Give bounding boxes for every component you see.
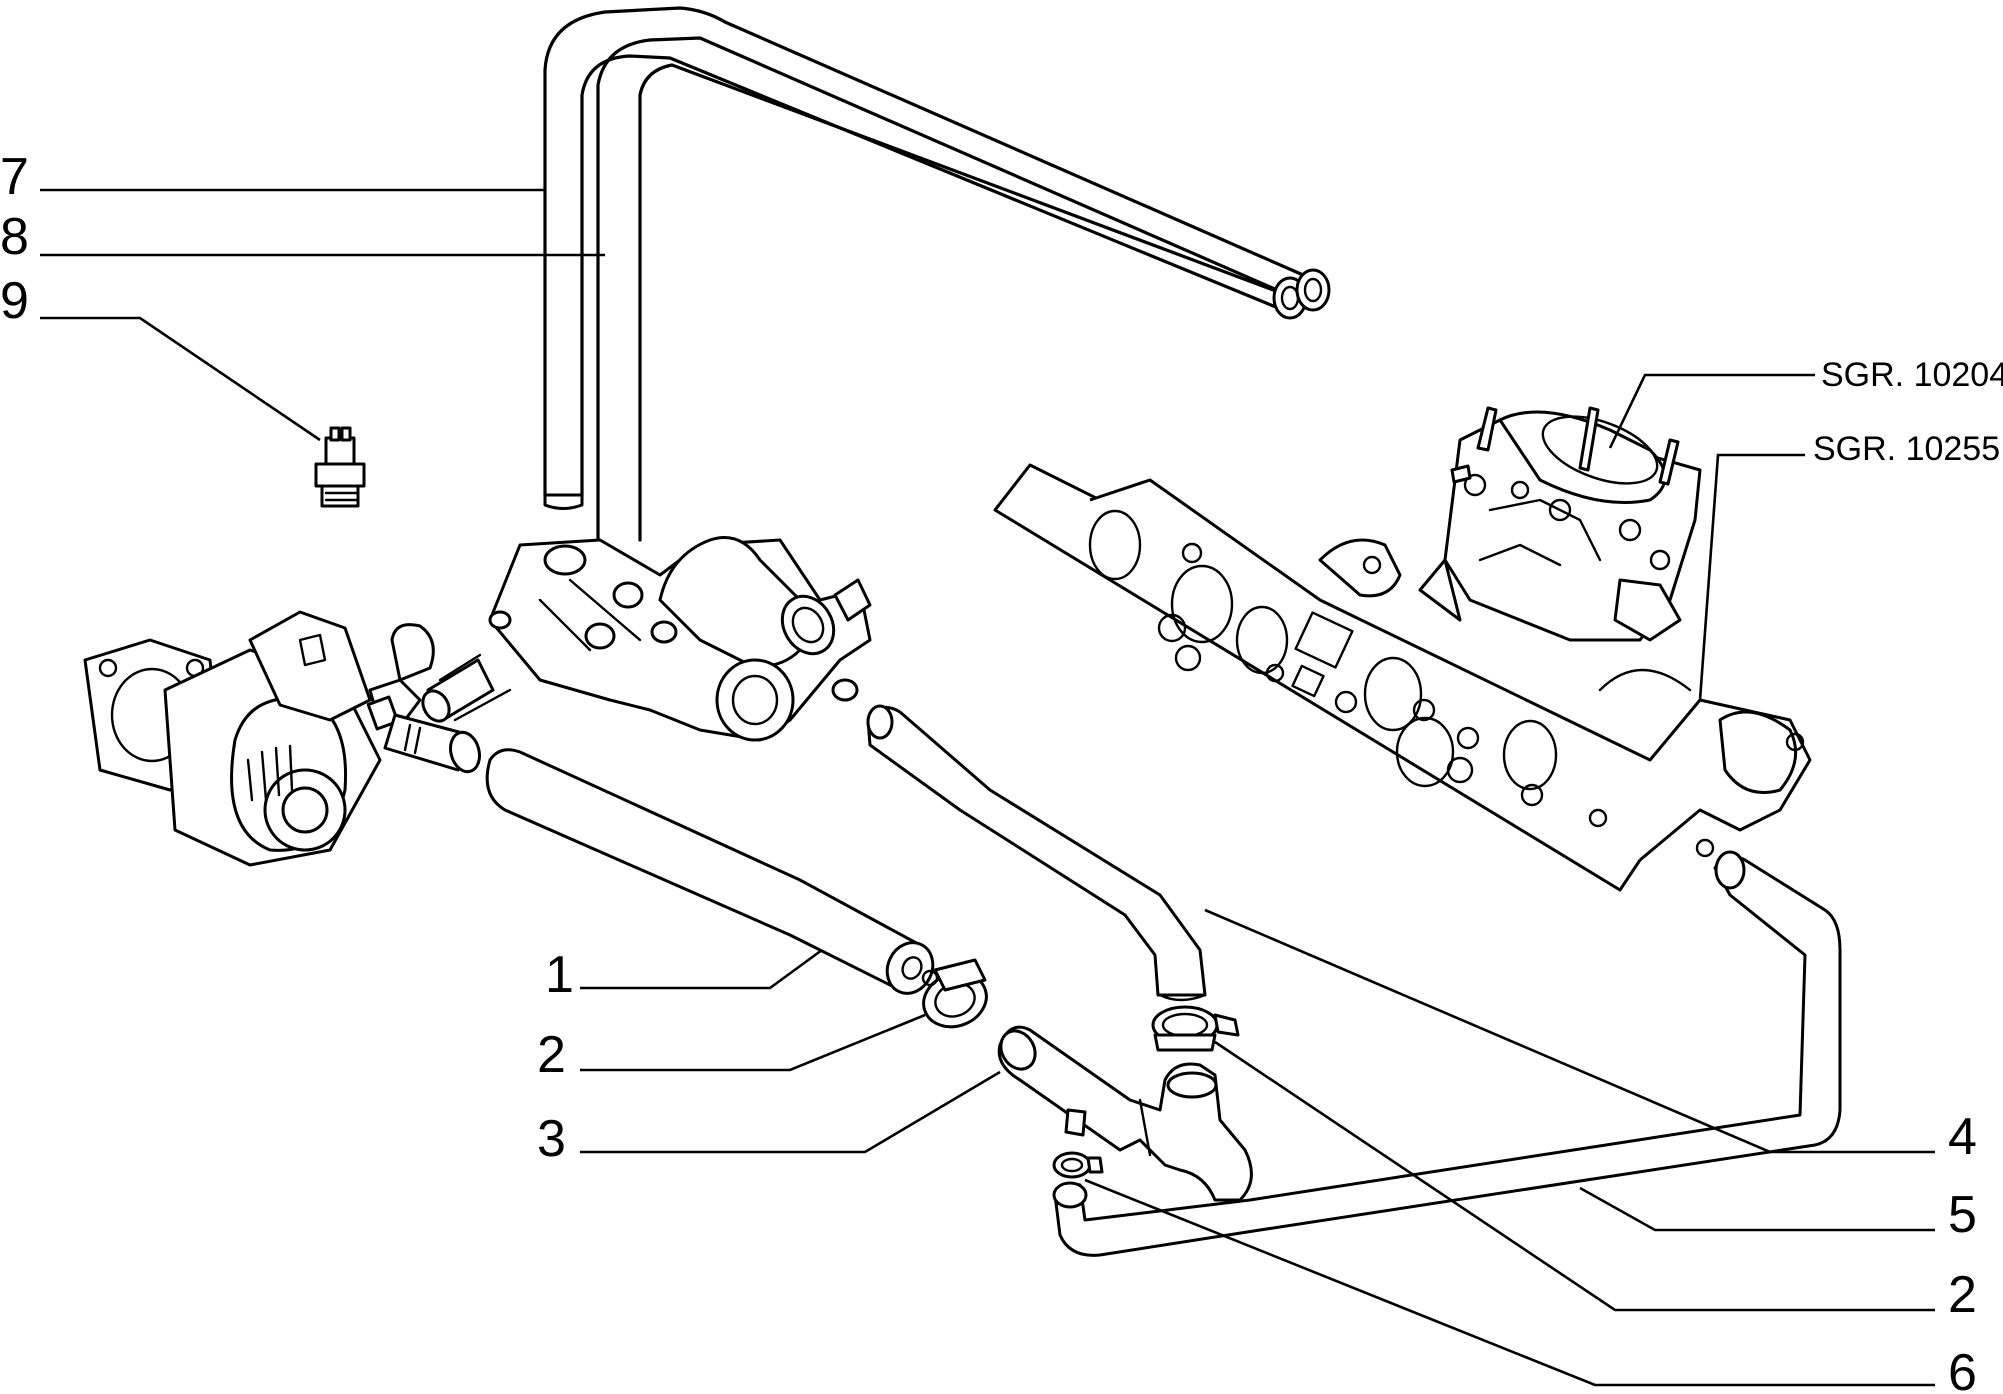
- thermostat-housing: [488, 536, 872, 742]
- water-pump: [83, 610, 435, 867]
- hose-4: [866, 704, 1207, 1002]
- hose-clamp-2-right: [1151, 1005, 1240, 1052]
- callout-6: 6: [1948, 1344, 1977, 1394]
- hose-7-and-8: [543, 6, 1331, 542]
- callout-8: 8: [0, 208, 29, 266]
- ref-carburetor: SGR. 10204: [1821, 356, 2003, 394]
- hose-clamp-2-left: [921, 958, 988, 1029]
- callout-3: 3: [537, 1110, 566, 1168]
- carburetor: [1418, 406, 1702, 642]
- hose-1: [485, 748, 935, 995]
- pipe-3: [997, 1025, 1253, 1202]
- callout-5: 5: [1948, 1186, 1977, 1244]
- small-hose-segment: [421, 653, 512, 723]
- callout-9: 9: [0, 272, 29, 330]
- callout-labels: 7 8 9 1 2 3 4 5 2 6 SGR. 10204 SGR. 1025…: [0, 148, 2003, 1394]
- callout-1: 1: [545, 946, 574, 1004]
- leader-lines: [40, 188, 1935, 1387]
- temperature-sensor-9: [314, 426, 366, 508]
- callout-2-right: 2: [1948, 1266, 1977, 1324]
- callout-2-left: 2: [537, 1026, 566, 1084]
- pump-outlet-pipe: [383, 713, 481, 774]
- callout-4: 4: [1948, 1108, 1977, 1166]
- callout-7: 7: [0, 148, 29, 206]
- hose-5: [1052, 850, 1842, 1257]
- intake-manifold: [993, 463, 1812, 892]
- hose-clamp-6: [1052, 1151, 1104, 1179]
- ref-manifold: SGR. 10255: [1813, 430, 2000, 468]
